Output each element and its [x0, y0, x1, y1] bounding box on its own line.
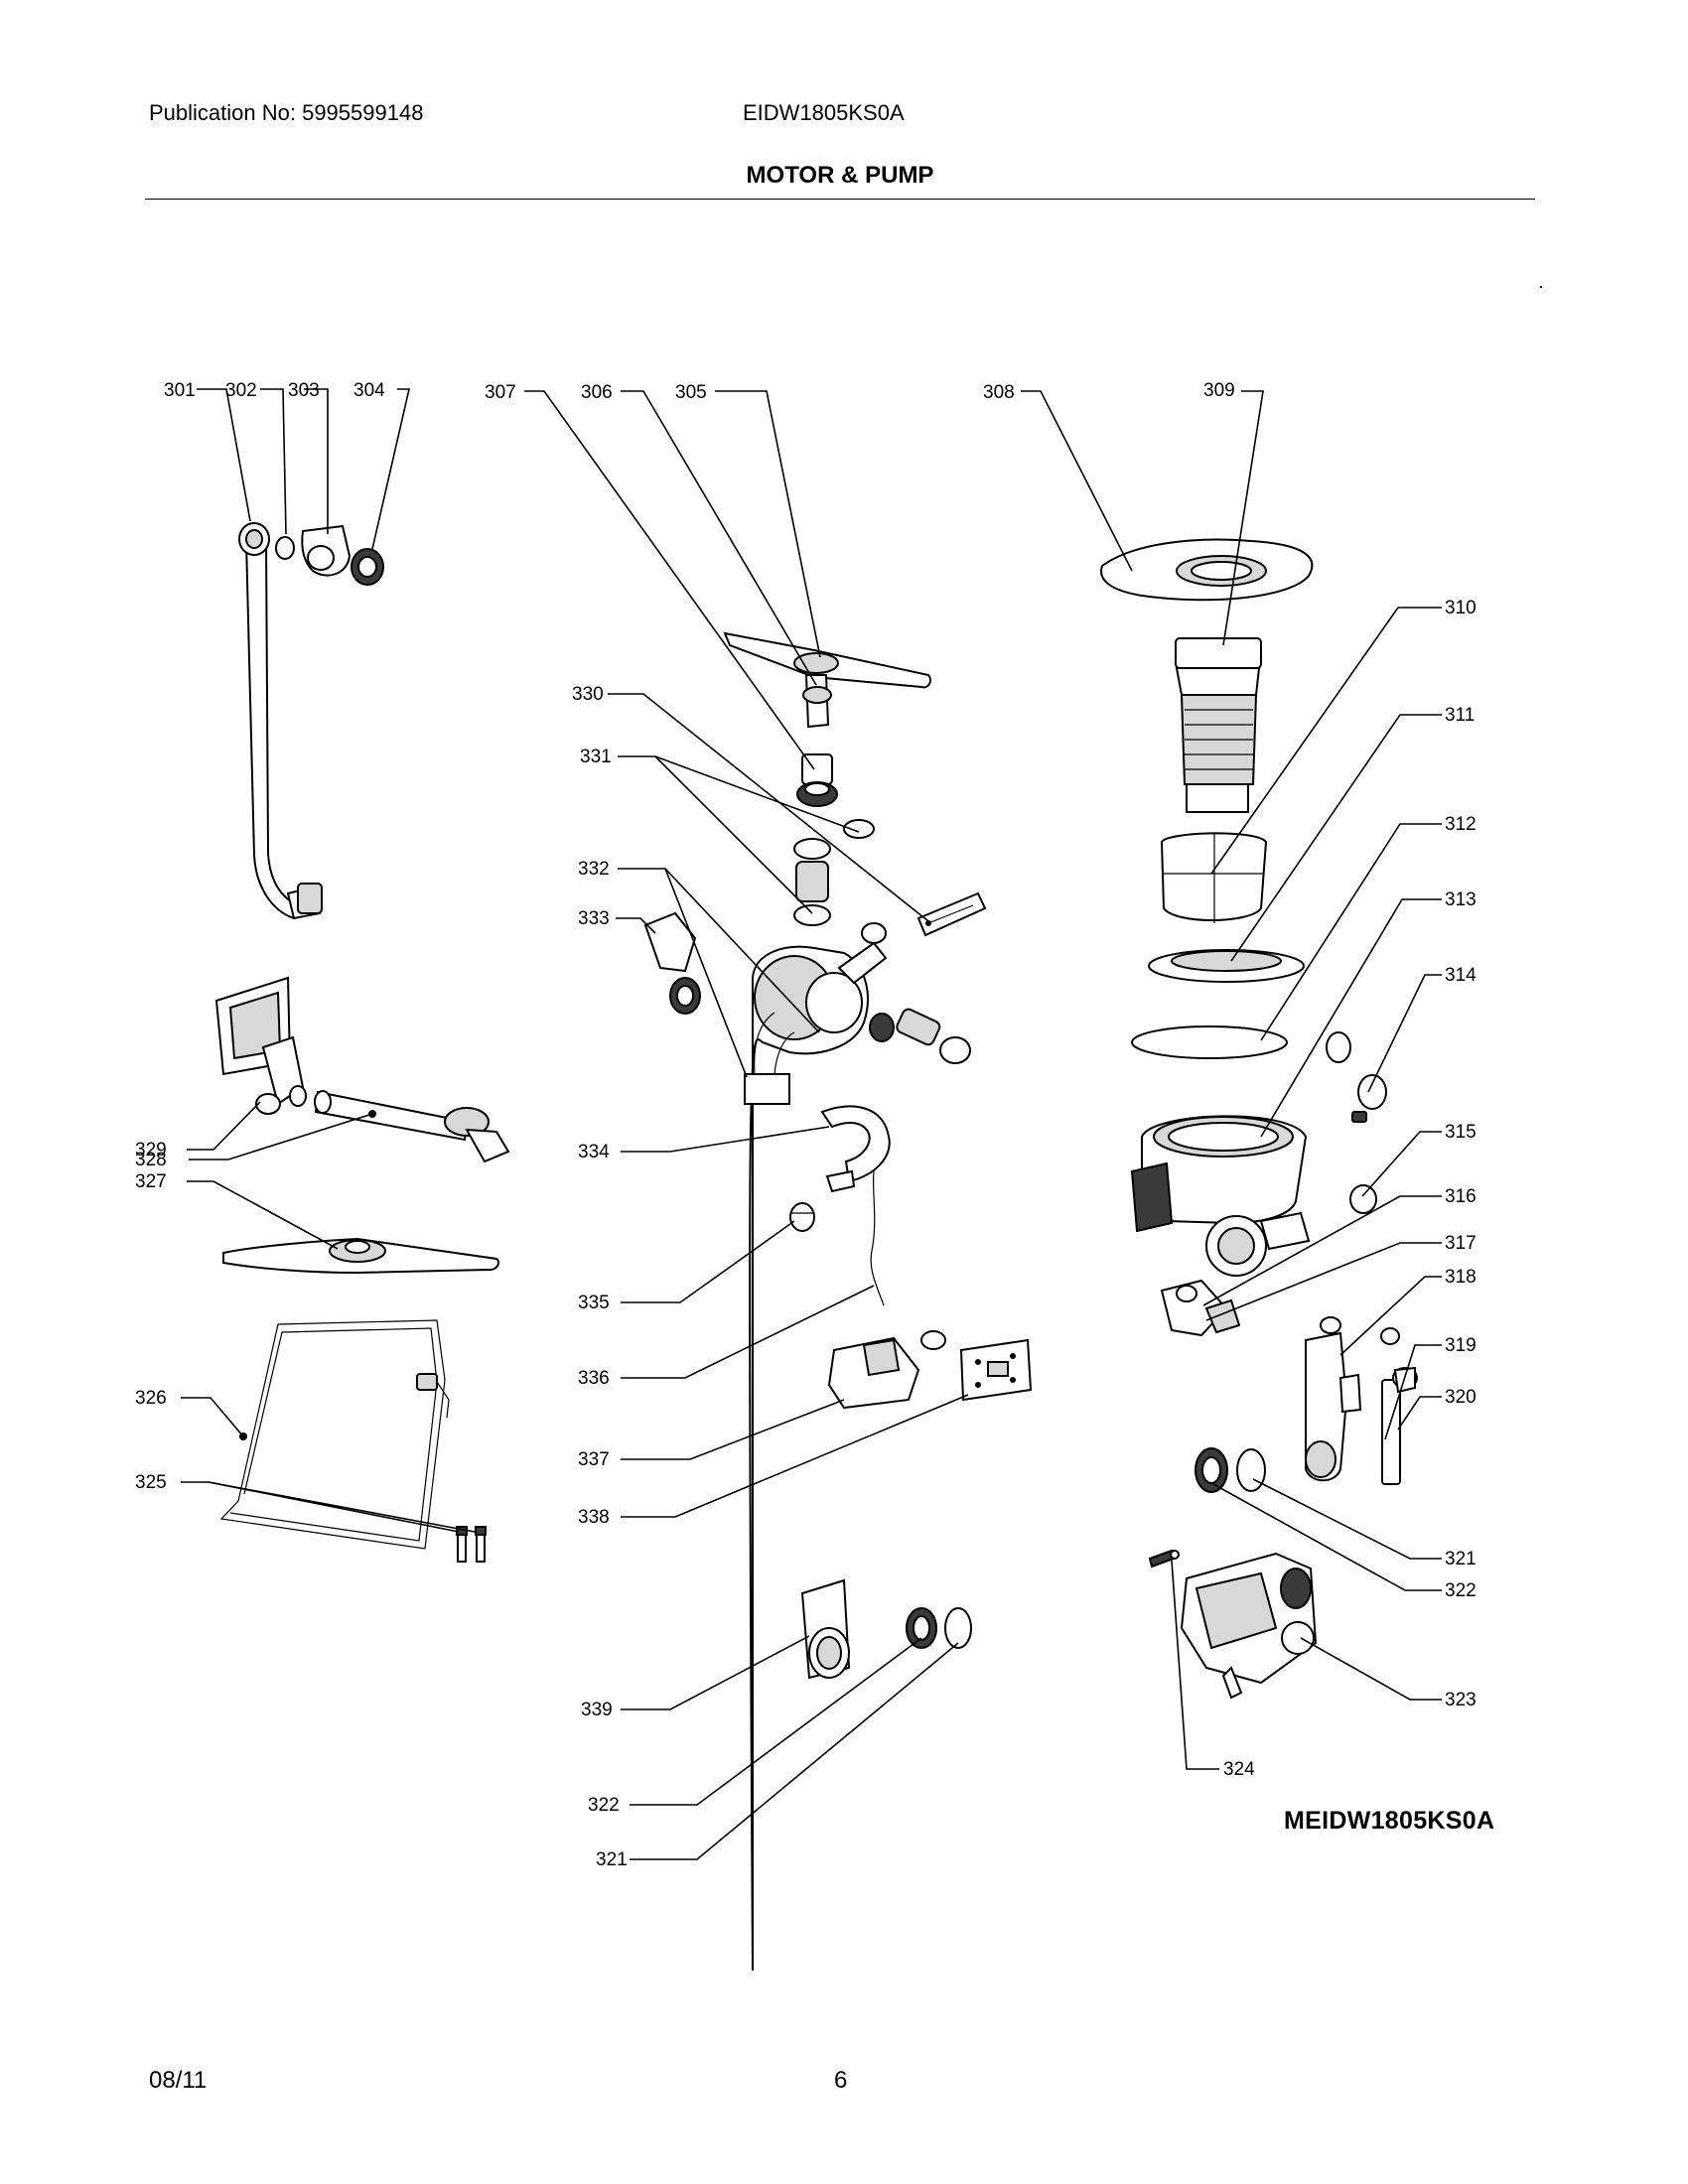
part-331-clamp-set: [793, 819, 875, 926]
callout-317: 317: [1445, 1233, 1477, 1254]
part-303-connector: [301, 524, 352, 577]
callout-312: 312: [1445, 814, 1477, 835]
callout-339: 339: [581, 1700, 613, 1720]
callout-327: 327: [135, 1171, 167, 1192]
part-322-seal-right: [1195, 1447, 1228, 1493]
part-315-cap: [1349, 1184, 1377, 1214]
part-316-bracket: [1160, 1279, 1241, 1337]
part-312-filter-plate: [1148, 949, 1305, 983]
callout-labels: 301 302 303 304 307 306 305 308 309 310 …: [135, 380, 1477, 1870]
callout-321-center: 321: [596, 1849, 628, 1870]
callout-330: 330: [572, 684, 604, 705]
callout-318: 318: [1445, 1267, 1477, 1288]
callout-326: 326: [135, 1388, 167, 1409]
part-336-wire: [870, 1170, 885, 1306]
diagram-code: MEIDW1805KS0A: [1284, 1807, 1495, 1835]
callout-334: 334: [578, 1142, 610, 1162]
callout-332: 332: [578, 859, 610, 880]
callout-335: 335: [578, 1293, 610, 1313]
callout-329: 329: [135, 1140, 167, 1160]
part-301-supply-tube: [238, 522, 323, 920]
part-321-o-ring-right: [1236, 1448, 1266, 1492]
part-322-seal-center: [906, 1607, 937, 1649]
part-306-spray-arm-hub: [802, 674, 832, 729]
part-329-lower-spray-housing: [214, 976, 307, 1115]
part-305-upper-spray-arm: [723, 631, 931, 689]
page-title-text: MOTOR & PUMP: [746, 162, 934, 189]
callout-323: 323: [1445, 1690, 1477, 1710]
part-307-tube-connector: [796, 753, 838, 807]
callout-336: 336: [578, 1368, 610, 1389]
callout-305: 305: [675, 382, 707, 403]
callout-325: 325: [135, 1472, 167, 1493]
page-number: 6: [834, 2067, 848, 2094]
callout-333: 333: [578, 908, 610, 929]
page-title: MOTOR & PUMP: [0, 162, 1688, 190]
callout-324: 324: [1223, 1759, 1255, 1780]
callout-338: 338: [578, 1507, 610, 1528]
callout-303: 303: [288, 380, 320, 401]
stray-dot: [1540, 286, 1542, 288]
callout-322-center: 322: [588, 1795, 620, 1816]
callout-331: 331: [580, 747, 612, 767]
part-pump-clamps: [861, 922, 971, 1064]
part-335-sensor: [789, 1202, 815, 1232]
callout-313: 313: [1445, 889, 1477, 910]
part-324-screw: [1148, 1549, 1180, 1569]
part-304-nut: [351, 548, 384, 586]
callout-310: 310: [1445, 598, 1477, 618]
part-332-circulation-pump: [744, 941, 888, 1972]
callout-320: 320: [1445, 1387, 1477, 1408]
part-337-valve: [827, 1330, 946, 1410]
part-sump-housing: [1130, 1115, 1311, 1277]
part-313-seal-ring: [1131, 1025, 1288, 1059]
callout-319: 319: [1445, 1335, 1477, 1356]
callout-301: 301: [164, 380, 196, 401]
part-311-fine-filter: [1160, 832, 1268, 923]
callout-314: 314: [1445, 965, 1477, 986]
part-338-mount-plate: [959, 1338, 1033, 1402]
part-339-cover: [800, 1578, 851, 1680]
part-302-o-ring: [275, 536, 295, 560]
part-328-tube-assembly: [314, 1090, 510, 1163]
part-325-guide-pins: [456, 1526, 487, 1563]
model-number: EIDW1805KS0A: [743, 100, 905, 125]
leader-lines: [181, 388, 1442, 1860]
callout-315: 315: [1445, 1122, 1477, 1143]
title-divider: [145, 199, 1535, 200]
part-309-coarse-filter: [1175, 637, 1262, 813]
callout-337: 337: [578, 1449, 610, 1470]
part-314-clamps: [1326, 1031, 1387, 1123]
callout-328: 328: [135, 1150, 167, 1170]
callout-306: 306: [581, 382, 613, 403]
part-323-drain-pump: [1180, 1552, 1318, 1700]
callout-309: 309: [1203, 380, 1235, 401]
footer-date: 08/11: [149, 2067, 208, 2094]
callout-302: 302: [225, 380, 257, 401]
callout-308: 308: [983, 382, 1015, 403]
part-330-filter-piece: [916, 891, 987, 937]
callout-311: 311: [1445, 705, 1475, 726]
callout-304: 304: [353, 380, 385, 401]
part-334-hose: [820, 1105, 891, 1193]
part-333-inlet-connector: [643, 911, 701, 1015]
part-318-chamber: [1305, 1316, 1400, 1482]
callout-307: 307: [485, 382, 516, 403]
callout-316: 316: [1445, 1186, 1477, 1207]
publication-number: Publication No: 5995599148: [149, 100, 424, 125]
part-327-lower-spray-arm: [222, 1237, 499, 1275]
part-326-wire-frame: [219, 1319, 450, 1550]
callout-322-right: 322: [1445, 1580, 1477, 1601]
part-308-sump-gasket: [1100, 538, 1314, 602]
part-321-o-ring-center: [944, 1607, 972, 1649]
callout-321-right: 321: [1445, 1549, 1477, 1570]
